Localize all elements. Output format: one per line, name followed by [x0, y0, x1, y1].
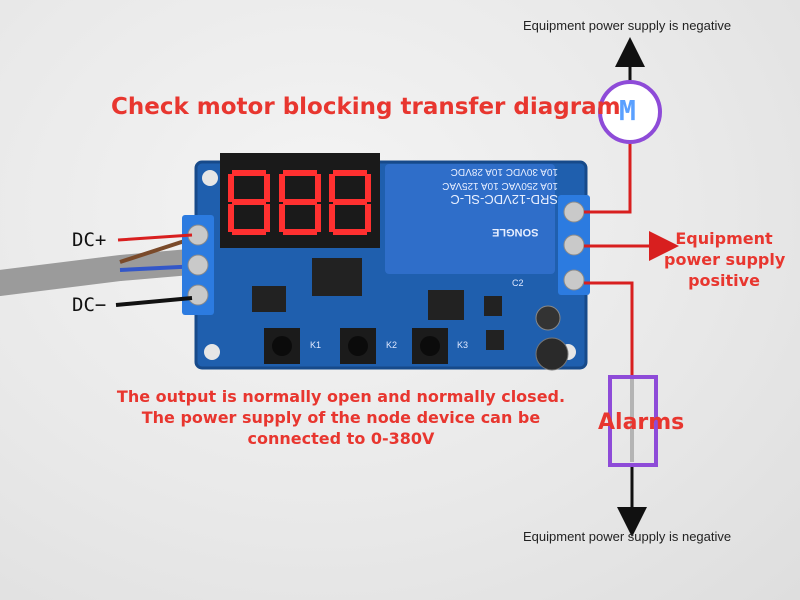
- diagram-title: Check motor blocking transfer diagram: [111, 94, 621, 120]
- dc-minus-label: DC−: [72, 294, 107, 316]
- capacitor-small: [535, 305, 561, 331]
- power-cable: [0, 249, 203, 296]
- transistor: [484, 296, 502, 316]
- transistor-2: [486, 330, 504, 350]
- relay-brand: SONGLE: [492, 226, 539, 238]
- relay-rating-1: 10A 250VAC 10A 125VAC: [442, 180, 558, 191]
- positive-line-3: positive: [688, 271, 760, 290]
- motor-symbol: [598, 80, 662, 144]
- note-line-3: connected to 0-380V: [247, 429, 435, 448]
- mount-hole-tl: [202, 170, 218, 186]
- output-note: The output is normally open and normally…: [96, 386, 586, 449]
- ic-chip: [312, 258, 362, 296]
- relay-rating-2: 10A 30VDC 10A 28VDC: [450, 166, 558, 177]
- motor-wire: [584, 140, 632, 214]
- button-label-k3: K3: [457, 340, 469, 350]
- motor-letter: M: [619, 94, 636, 127]
- button-k1: [264, 328, 300, 364]
- button-label-k2: K2: [386, 340, 398, 350]
- alarm-box: [608, 375, 658, 467]
- button-k3: [412, 328, 448, 364]
- relay-lines: SRD-12VDC-SL-C 10A 250VAC 10A 125VAC 10A…: [408, 164, 558, 207]
- bottom-negative-label: Equipment power supply is negative: [523, 529, 732, 544]
- button-k2: [340, 328, 376, 364]
- alarm-wire: [584, 281, 634, 378]
- optocoupler: [252, 286, 286, 312]
- mount-hole-bl: [204, 344, 220, 360]
- capacitor-large: [535, 337, 569, 371]
- button-label-k1: K1: [310, 340, 322, 350]
- dc-plus-wire: [117, 233, 193, 242]
- display-digits: [228, 170, 371, 235]
- note-line-2: The power supply of the node device can …: [141, 408, 541, 427]
- positive-label: Equipment power supply positive: [664, 228, 786, 291]
- dc-minus-wire: [115, 296, 193, 307]
- alarms-label: Alarms: [598, 410, 685, 435]
- optocoupler-2: [428, 290, 464, 320]
- positive-line-1: Equipment: [675, 229, 773, 248]
- positive-line-2: power supply: [664, 250, 786, 269]
- cap-label: C2: [512, 278, 524, 288]
- relay: [385, 164, 555, 274]
- top-negative-label: Equipment power supply is negative: [523, 18, 732, 33]
- dc-plus-label: DC+: [72, 229, 107, 251]
- relay-model: SRD-12VDC-SL-C: [450, 192, 558, 207]
- note-line-1: The output is normally open and normally…: [116, 387, 566, 406]
